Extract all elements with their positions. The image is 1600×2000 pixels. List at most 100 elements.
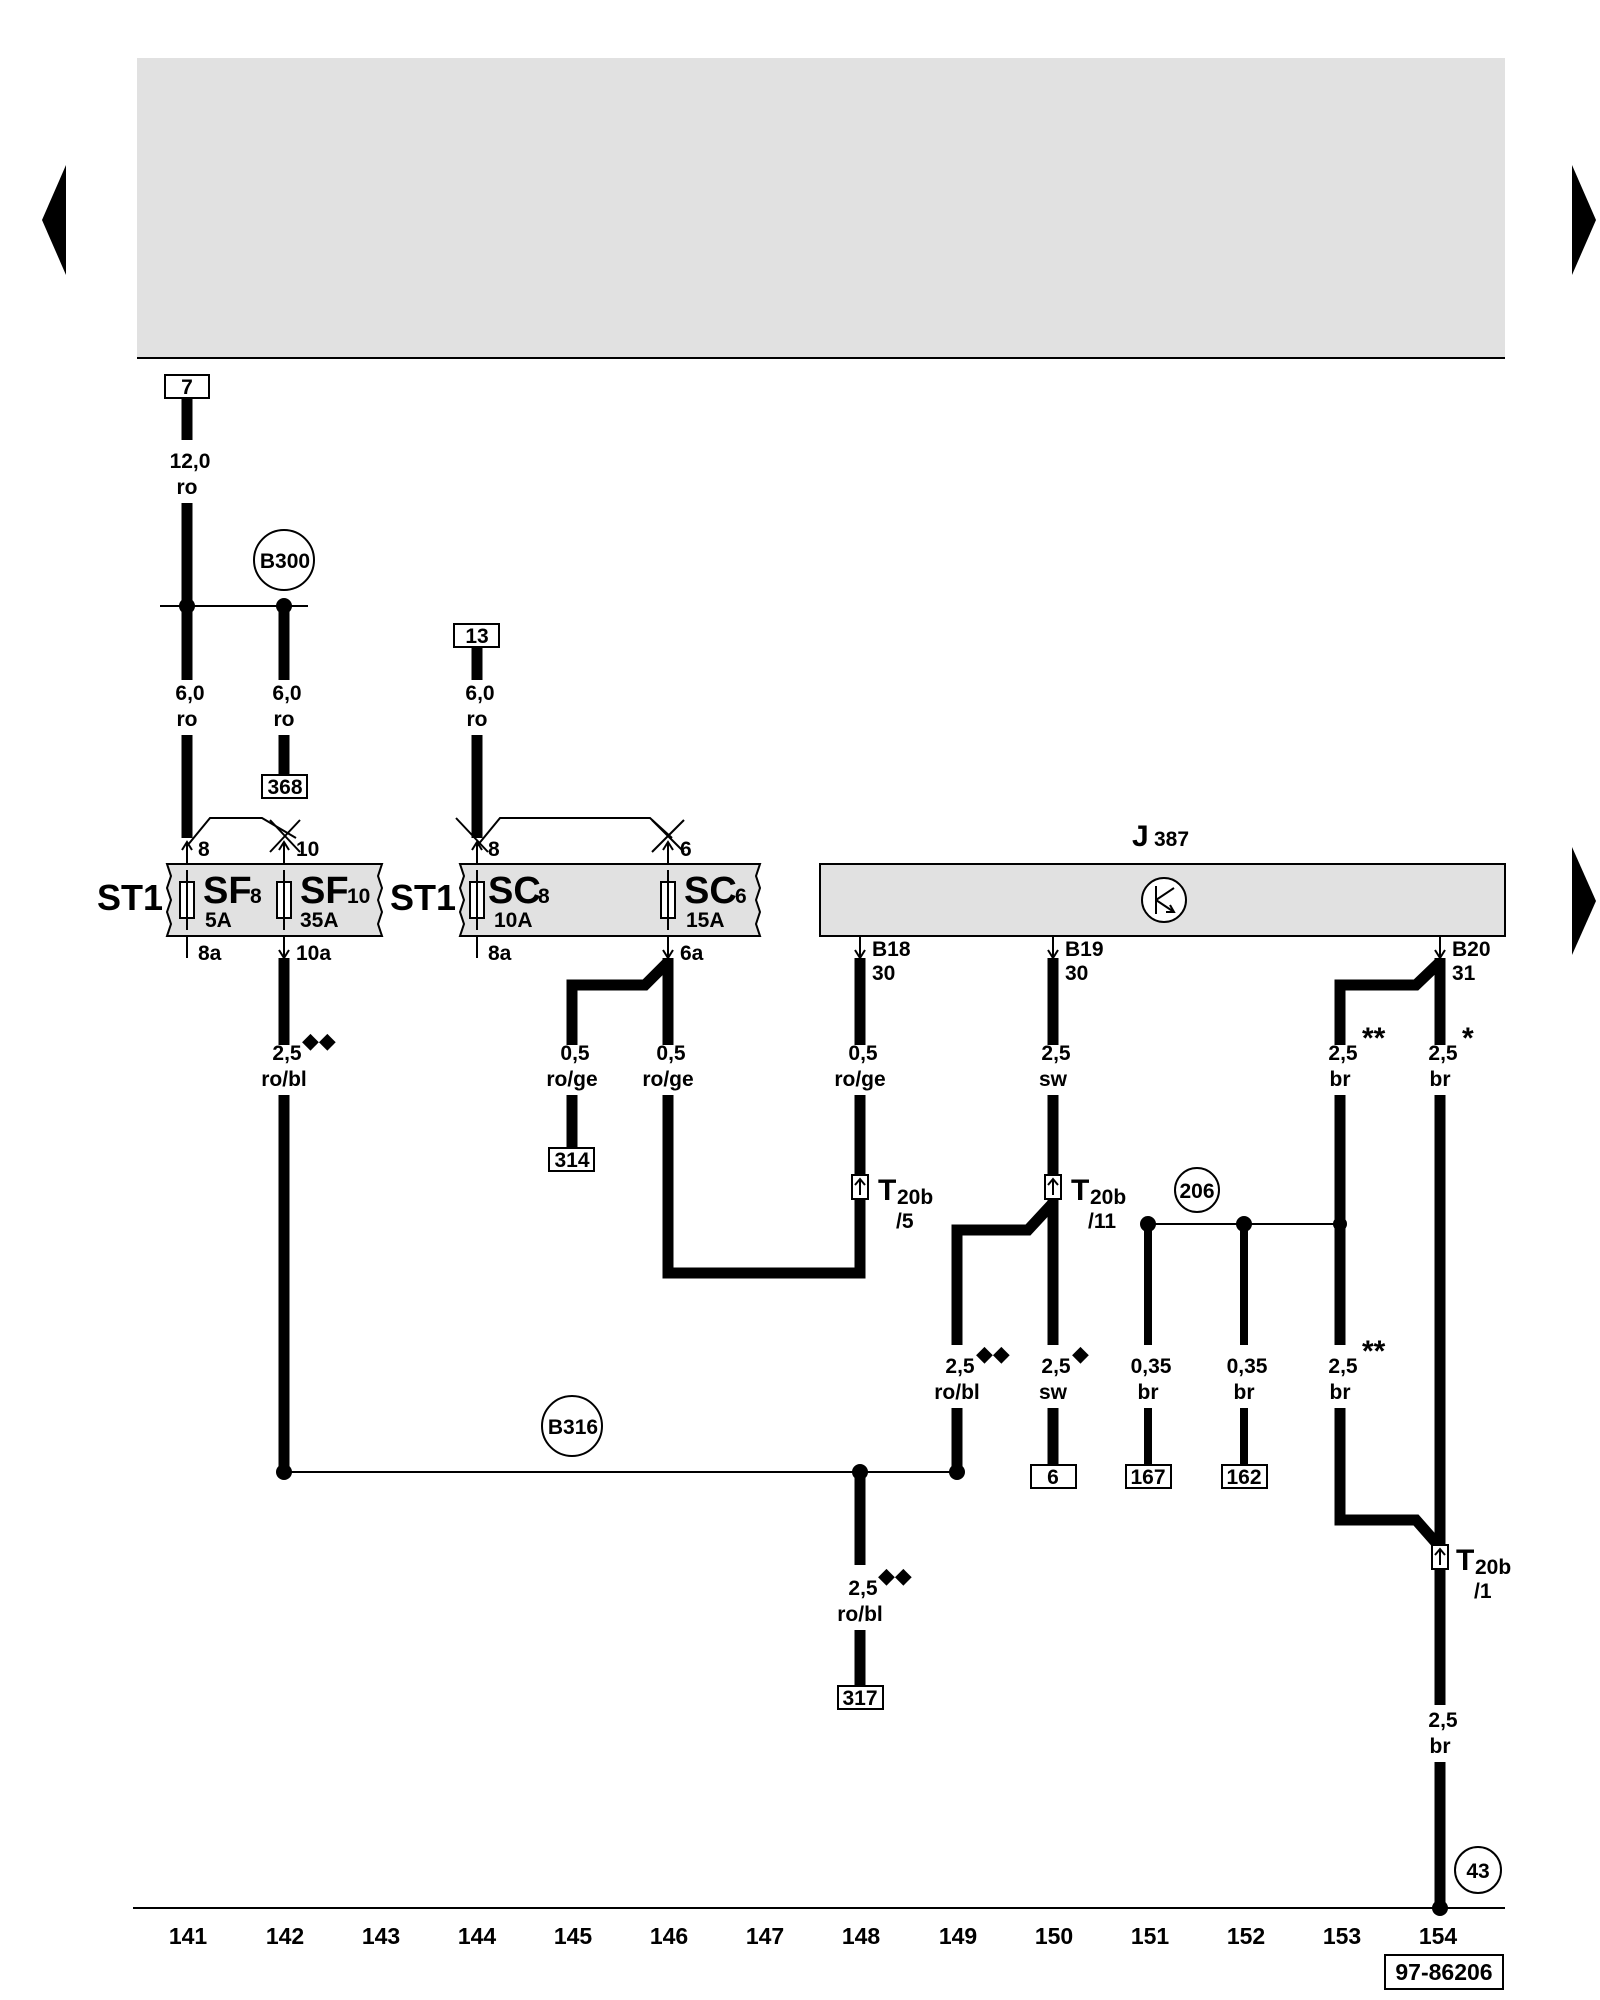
column-number: 144 (458, 1923, 497, 1949)
ground-206-label: 206 (1179, 1180, 1214, 1203)
connector-arrow (854, 1177, 866, 1195)
header-area (137, 58, 1505, 358)
fuse-bridge-x (269, 819, 301, 853)
wire-label-w16-mark: ** (1362, 1335, 1386, 1368)
fuse-bridge-left (186, 817, 297, 847)
fuse-sf8-no: 8 (250, 885, 262, 908)
ref-box-167[interactable] (1125, 1464, 1172, 1489)
wire-6a-to-t20b5 (662, 1095, 866, 1279)
wire-label-w7-color: ro/ge (642, 1068, 693, 1091)
wire-b20-branch (1334, 958, 1446, 1045)
fuse-right-pin-in-1: 8 (488, 838, 500, 861)
wire-t20b11-branch (951, 1199, 1059, 1345)
ref-162-text: 162 (1226, 1466, 1261, 1489)
ground-b300[interactable] (253, 529, 315, 591)
column-number: 145 (554, 1923, 593, 1949)
wire-label-w2-color: ro (177, 708, 198, 731)
ref-368-text: 368 (267, 776, 302, 799)
connector-t20b-11-name: T (1071, 1174, 1089, 1207)
column-number: 150 (1035, 1923, 1073, 1949)
wire-label-w8-size: 0,5 (848, 1042, 878, 1065)
wire-label-w17-mark: ◆◆ (878, 1563, 912, 1588)
module-pin-b18: B18 (872, 938, 911, 961)
fuse-right-pin-out-1: 8a (488, 942, 512, 965)
fuse-bridge-right (476, 817, 673, 847)
wire-label-w12-color: ro/bl (934, 1381, 980, 1404)
wire-label-w11-size: 2,5 (1428, 1042, 1458, 1065)
wire-label-w5-mark: ◆◆ (302, 1028, 336, 1053)
ground-206[interactable] (1174, 1167, 1220, 1213)
module-j387-sub: 387 (1154, 828, 1189, 851)
wire-label-w6-color: ro/ge (546, 1068, 597, 1091)
wire-label-w10-size: 2,5 (1328, 1042, 1358, 1065)
module-pin-b20-no: 31 (1452, 962, 1476, 985)
wire-label-w11-color: br (1430, 1068, 1451, 1091)
fuse-sf8-amp: 5A (205, 909, 232, 932)
ref-317-text: 317 (842, 1687, 877, 1710)
splice-dot (276, 1464, 292, 1480)
column-number: 151 (1131, 1923, 1170, 1949)
wire-label-w3-size: 6,0 (272, 682, 301, 705)
fuse-sf8-name: SF (203, 870, 252, 912)
module-pin-b18-no: 30 (872, 962, 895, 985)
connector-t20b-11-pin: /11 (1088, 1210, 1116, 1233)
ref-box-6[interactable] (1030, 1464, 1077, 1489)
wire-label-w12-size: 2,5 (945, 1355, 975, 1378)
fuse-block-st-right: ST1 (390, 877, 456, 918)
wire-label-w9-size: 2,5 (1041, 1042, 1071, 1065)
splice-dot (179, 598, 195, 614)
prev-page-icon[interactable] (42, 165, 66, 275)
module-pin-b20: B20 (1452, 938, 1491, 961)
ref-167-text: 167 (1130, 1466, 1165, 1489)
wire-label-w7-size: 0,5 (656, 1042, 686, 1065)
ref-box-162[interactable] (1221, 1464, 1268, 1489)
fuse-block-right (458, 863, 762, 937)
wire-label-w5-color: ro/bl (261, 1068, 307, 1091)
fuse-right-pin-out-2: 6a (680, 942, 704, 965)
fuse-sc6-no: 6 (735, 885, 747, 908)
ref-13-text: 13 (465, 625, 488, 648)
module-pin-b19-no: 30 (1065, 962, 1088, 985)
ref-box-314[interactable] (548, 1147, 595, 1172)
wire-label-w17-color: ro/bl (837, 1603, 883, 1626)
module-pin-b19: B19 (1065, 938, 1104, 961)
wire-label-w15-color: br (1234, 1381, 1255, 1404)
ground-43[interactable] (1454, 1846, 1502, 1894)
ground-b316-label: B316 (548, 1416, 598, 1439)
next-page-icon[interactable] (1572, 165, 1596, 275)
fuse-left-pin-out-2: 10a (296, 942, 331, 965)
fuse-sc8-name: SC (488, 870, 541, 912)
fuse-right-pin-in-2: 6 (680, 838, 692, 861)
wire-label-w15-size: 0,35 (1227, 1355, 1268, 1378)
wire-153-to-t20b1 (1334, 1408, 1443, 1549)
next-page-icon-2[interactable] (1572, 847, 1596, 955)
connector-t20b-5-sub: 20b (897, 1186, 933, 1209)
fuse-block-st-left: ST1 (97, 877, 163, 918)
ground-b316[interactable] (541, 1395, 603, 1457)
doc-number-box (1384, 1954, 1504, 1990)
ground-43-label: 43 (1466, 1860, 1489, 1883)
wire-label-w12-mark: ◆◆ (976, 1341, 1010, 1366)
ref-314-text: 314 (554, 1149, 589, 1172)
wire-label-w14-color: br (1138, 1381, 1159, 1404)
column-number: 141 (169, 1923, 208, 1949)
wire-label-w16-color: br (1330, 1381, 1351, 1404)
wire-label-w13-color: sw (1039, 1381, 1068, 1404)
ref-box-317[interactable] (837, 1685, 884, 1710)
column-number: 148 (842, 1923, 881, 1949)
wire-label-w9-color: sw (1039, 1068, 1068, 1091)
doc-number: 97-86206 (1395, 1959, 1492, 1985)
connector-t20b-1-pin: /1 (1474, 1580, 1492, 1603)
wire-label-w18-color: br (1430, 1735, 1451, 1758)
wire-label-w6-size: 0,5 (560, 1042, 590, 1065)
fuse-left-pin-in-2: 10 (296, 838, 319, 861)
connector-t20b-5-pin: /5 (896, 1210, 914, 1233)
fuse-block-left (165, 863, 384, 937)
connector-arrow (1047, 1177, 1059, 1195)
fuse-sf10-name: SF (300, 870, 349, 912)
wire-label-w4-size: 6,0 (465, 682, 494, 705)
connector-t20b-11-sub: 20b (1090, 1186, 1126, 1209)
wire-label-w13-mark: ◆ (1072, 1341, 1089, 1366)
ref-box-368[interactable] (261, 774, 308, 799)
